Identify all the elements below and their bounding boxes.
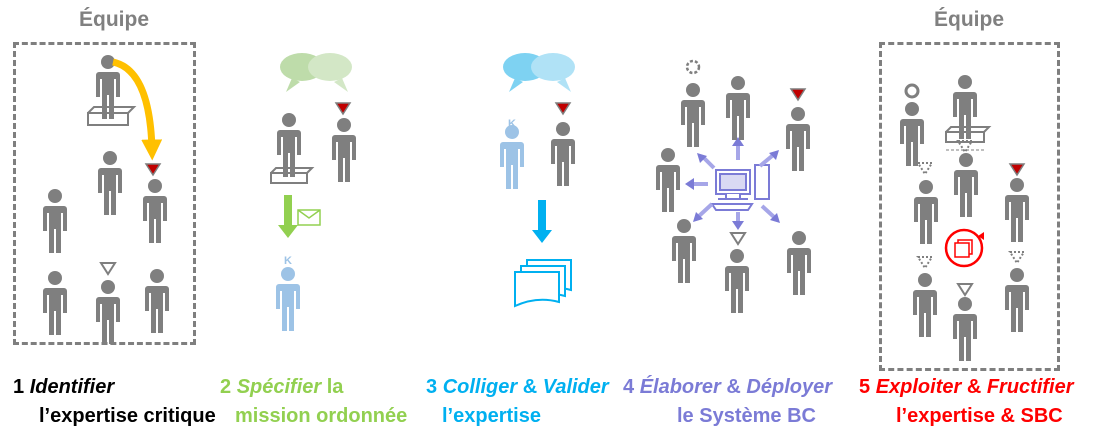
dotted-triangle-marker <box>916 162 934 176</box>
dotted-triangle-marker <box>956 140 974 154</box>
panel-3: K <box>500 53 575 308</box>
step-2-line2: mission ordonnée <box>235 405 408 427</box>
team-person <box>672 219 696 283</box>
step-2-caption: 2 Spécifier la <box>220 375 343 399</box>
step-3-number: 3 <box>426 376 438 398</box>
down-arrow <box>532 200 552 243</box>
k-label: K <box>284 255 292 267</box>
step-5-conj: & <box>966 376 982 398</box>
circle-marker <box>904 83 920 99</box>
step-5-verb1: Exploiter <box>875 376 962 398</box>
step-5-number: 5 <box>859 376 871 398</box>
trainee-person <box>276 267 300 331</box>
step-3-line2: l’expertise <box>442 405 541 427</box>
step-5-caption: 5 Exploiter & Fructifier <box>859 375 1074 399</box>
k-label: K <box>508 118 516 130</box>
step-2-verb: Spécifier <box>236 376 322 398</box>
step-3-conj: & <box>522 376 538 398</box>
team-person <box>681 83 705 147</box>
speech-bubbles-icon <box>280 53 352 92</box>
team-person <box>726 76 750 140</box>
step-3-verb2: Valider <box>542 376 609 398</box>
red-triangle-marker <box>144 163 162 177</box>
red-triangle-marker <box>1008 163 1026 177</box>
step-1-verb: Identifier <box>29 376 115 398</box>
panel-4 <box>656 59 811 313</box>
panel-5 <box>900 75 1029 361</box>
panel-2: K <box>270 53 356 331</box>
step-1-caption: 1 Identifier <box>13 375 114 399</box>
step-2-number: 2 <box>220 376 232 398</box>
red-triangle-marker <box>789 88 807 102</box>
dotted-circle-marker <box>685 59 701 75</box>
team-box-left <box>13 42 196 345</box>
step-2-suffix: la <box>326 376 344 398</box>
radial-arrows <box>685 137 780 230</box>
step-4-verb1: Élaborer <box>639 376 721 398</box>
outline-triangle-marker <box>956 283 974 297</box>
documents-stack-icon <box>514 259 572 308</box>
red-triangle-marker <box>334 102 352 116</box>
step-4-line2: le Système BC <box>677 405 816 427</box>
step-5-verb2: Fructifier <box>986 376 1074 398</box>
transfer-arrow <box>112 58 163 161</box>
step-1-line2: l’expertise critique <box>39 405 216 427</box>
step-3-verb1: Colliger <box>442 376 518 398</box>
step-5-line2: l’expertise & SBC <box>896 405 1063 427</box>
down-arrow <box>278 195 298 238</box>
team-person <box>786 107 810 171</box>
outline-triangle-marker <box>99 262 117 276</box>
team-box-right <box>879 42 1060 371</box>
dotted-triangle-marker <box>916 256 934 270</box>
step-1-number: 1 <box>13 376 25 398</box>
expert-person <box>551 122 575 186</box>
successor-person <box>332 118 356 182</box>
team-title-right: Équipe <box>934 8 1005 31</box>
team-title-left: Équipe <box>79 8 150 31</box>
envelope-icon <box>297 209 321 226</box>
team-person <box>787 231 811 295</box>
step-4-number: 4 <box>623 376 635 398</box>
step-4-conj: & <box>726 376 741 398</box>
step-3-caption: 3 Colliger & Valider <box>426 375 609 399</box>
step-4-verb2: Déployer <box>746 376 833 398</box>
red-triangle-marker <box>554 102 572 116</box>
team-person <box>656 148 680 212</box>
dotted-triangle-marker <box>1008 251 1026 265</box>
trainee-person <box>500 125 524 189</box>
computer-icon <box>710 164 770 211</box>
team-person <box>725 249 749 313</box>
speech-bubbles-icon <box>503 53 575 92</box>
panel-1 <box>43 55 169 344</box>
outline-triangle-marker <box>729 232 747 246</box>
cycle-documents-icon <box>944 228 984 268</box>
step-4-caption: 4 Élaborer & Déployer <box>623 375 832 399</box>
